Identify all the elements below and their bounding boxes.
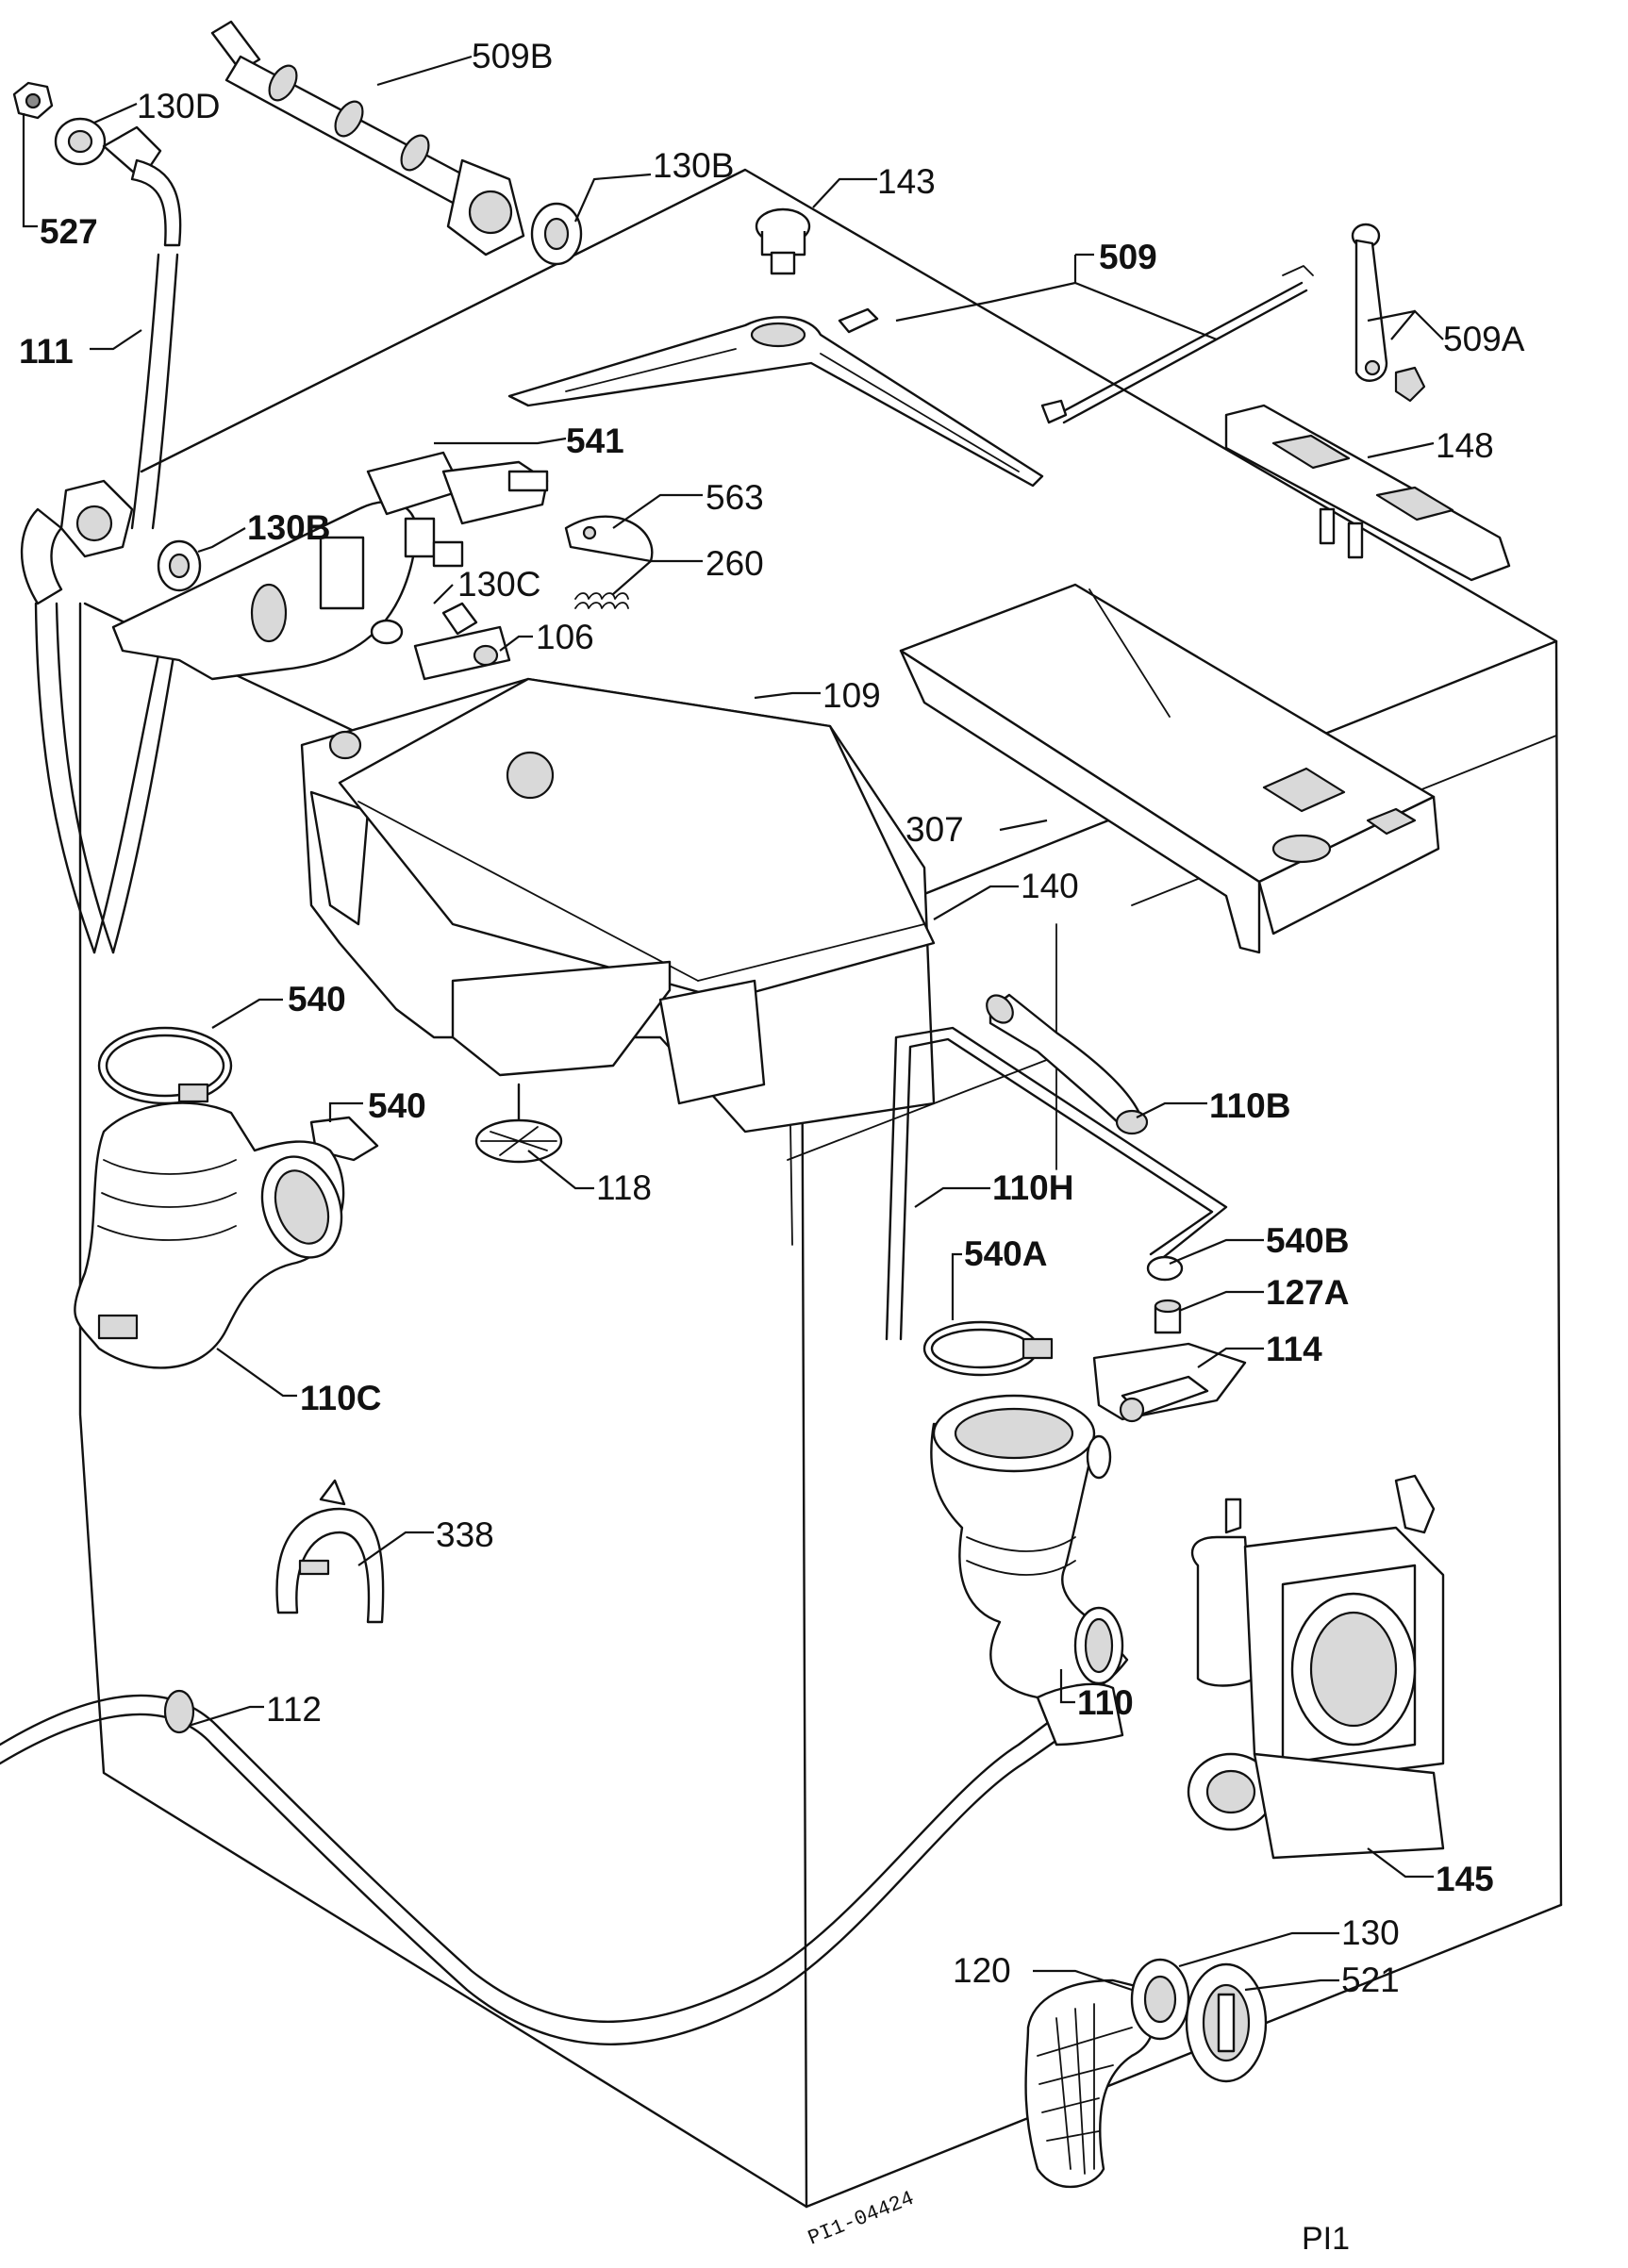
label-109: 109 [822,676,881,715]
part-509b-inlet-hose [210,20,525,257]
label-527: 527 [40,212,98,251]
part-130c-connector [370,602,478,645]
label-509: 509 [1099,238,1157,276]
part-521-filter-cap [1185,1962,1268,2083]
label-540-top: 540 [288,980,346,1018]
label-509a: 509A [1443,320,1525,358]
label-111: 111 [19,332,74,371]
label-541: 541 [566,422,624,460]
label-140: 140 [1021,867,1079,905]
label-130b-mid: 130B [247,508,330,547]
part-110h-hose [885,1026,1228,1341]
label-145: 145 [1436,1860,1494,1898]
part-112-drain-hose [0,1682,1124,2045]
part-509-rod [1040,265,1314,424]
label-118: 118 [596,1168,652,1207]
label-540b: 540B [1266,1221,1349,1260]
label-260: 260 [706,544,764,583]
label-338: 338 [436,1515,494,1554]
label-114: 114 [1266,1330,1322,1368]
label-307: 307 [905,810,964,849]
part-130d-washer [54,117,107,166]
drawing-code: PI1-04424 [805,2187,918,2251]
callout-labels: 509B 130D 527 130B 143 509 509A 111 541 … [19,37,1525,1999]
part-114-bracket [1092,1342,1247,1423]
label-143: 143 [877,162,936,201]
part-109-housing [300,677,936,1134]
part-307-drawer [899,583,1440,954]
label-148: 148 [1436,426,1494,465]
label-120: 120 [953,1951,1011,1990]
label-106: 106 [536,618,594,656]
label-540-mid: 540 [368,1086,426,1125]
label-112: 112 [266,1690,322,1729]
label-130b-top: 130B [653,146,734,185]
label-509b: 509B [472,37,553,75]
label-521: 521 [1341,1961,1400,1999]
part-111-inlet-hose [20,125,182,954]
part-145-pump [1187,1474,1445,1860]
label-130: 130 [1341,1913,1400,1952]
part-563-cam [564,515,654,563]
label-130d: 130D [137,87,220,125]
part-110-sump-hose [930,1394,1129,1700]
part-148-bracket [1224,404,1511,582]
label-110h: 110H [992,1168,1073,1207]
label-130c: 130C [457,565,540,604]
part-130b-gasket-top [530,202,583,266]
label-563: 563 [706,478,764,517]
part-509a-lever [1351,223,1426,403]
page-label: PI1 [1302,2221,1350,2257]
label-110c: 110C [300,1379,381,1417]
part-527-filter [12,81,54,120]
part-110c-sump-hose [74,1101,345,1369]
leader-lines [22,55,1444,1992]
label-127a: 127A [1266,1273,1349,1312]
part-130-gasket [1130,1958,1190,2041]
part-540-clamp-top [97,1026,233,1105]
label-110b: 110B [1209,1086,1290,1125]
part-260-spring [574,592,629,609]
part-110b-elbow-hose [986,993,1149,1135]
part-127a-nozzle [1154,1299,1182,1334]
part-130b-gasket-mid [157,539,202,592]
part-509-bracket [507,307,1044,488]
label-540a: 540A [964,1234,1047,1273]
part-118-impeller [474,1083,563,1164]
part-106-bracket [413,625,511,681]
part-541-valve-bracket [111,451,549,681]
label-110: 110 [1077,1683,1134,1722]
part-338-clip [275,1479,385,1624]
part-540a-clamp [922,1320,1054,1377]
part-143-knob [755,207,811,275]
